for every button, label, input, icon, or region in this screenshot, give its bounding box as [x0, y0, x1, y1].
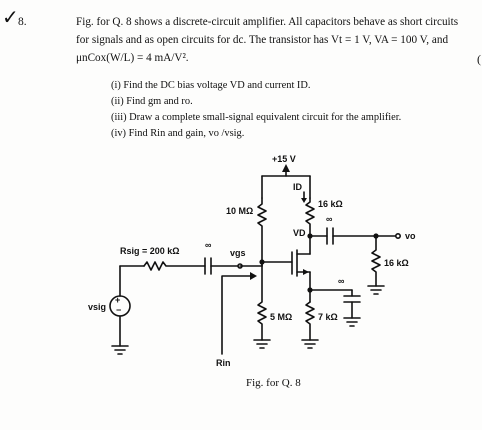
resistor-load: 16 kΩ: [367, 235, 409, 295]
stem-line-2: for signals and as open circuits for dc.…: [76, 34, 449, 46]
rsig-label: Rsig = 200 kΩ: [120, 246, 180, 256]
question-stem: Fig. for Q. 8 shows a discrete-circuit a…: [76, 13, 474, 67]
part-i: (i) Find the DC bias voltage VD and curr…: [111, 80, 311, 91]
vd-label: VD: [293, 228, 306, 238]
drain-output: VD ∞ vo: [293, 214, 416, 245]
output-cap-value: ∞: [326, 214, 333, 224]
bypass-cap-value: ∞: [338, 276, 345, 286]
resistor-rl-label: 16 kΩ: [384, 258, 409, 268]
part-ii: (ii) Find gm and ro.: [111, 96, 193, 107]
figure-caption: Fig. for Q. 8: [246, 377, 301, 389]
part-iii: (iii) Draw a complete small-signal equiv…: [111, 112, 402, 123]
input-coupling-capacitor: ∞ vgs: [204, 240, 263, 275]
svg-text:+: +: [115, 295, 120, 305]
signal-source: + − vsig: [88, 265, 131, 355]
question-number: 8.: [18, 16, 27, 28]
id-label: ID: [293, 182, 303, 192]
part-iv: (iv) Find Rin and gain, vo /vsig.: [111, 128, 245, 139]
resistor-rs-label: 7 kΩ: [318, 312, 338, 322]
supply-label: +15 V: [272, 154, 296, 164]
stem-line-1: Fig. for Q. 8 shows a discrete-circuit a…: [76, 16, 459, 28]
resistor-gate-top: 10 MΩ: [226, 197, 267, 263]
rin-label: Rin: [216, 358, 231, 368]
supply-node: +15 V: [261, 154, 311, 199]
svg-text:−: −: [116, 305, 121, 315]
resistor-source: 7 kΩ: [301, 271, 338, 349]
resistor-drain: 16 kΩ ID: [293, 182, 343, 255]
vo-label: vo: [405, 231, 416, 241]
resistor-10m-label: 10 MΩ: [226, 206, 253, 216]
margin-mark: (: [477, 52, 481, 66]
resistor-gate-bottom: 5 MΩ: [253, 261, 292, 349]
vgs-label: vgs: [230, 248, 246, 258]
bypass-capacitor: ∞: [309, 276, 361, 327]
input-cap-value: ∞: [205, 240, 212, 250]
resistor-5m-label: 5 MΩ: [270, 312, 292, 322]
nmos-transistor: [291, 249, 311, 277]
resistor-rsig: Rsig = 200 kΩ: [119, 246, 206, 271]
question-parts: (i) Find the DC bias voltage VD and curr…: [111, 78, 401, 142]
vsig-label: vsig: [88, 302, 106, 312]
resistor-rd-label: 16 kΩ: [318, 199, 343, 209]
stem-line-3: μnCox(W/L) = 4 mA/V².: [76, 52, 189, 64]
rin-indicator: Rin: [216, 272, 257, 368]
checkmark-icon: ✓: [2, 7, 19, 29]
